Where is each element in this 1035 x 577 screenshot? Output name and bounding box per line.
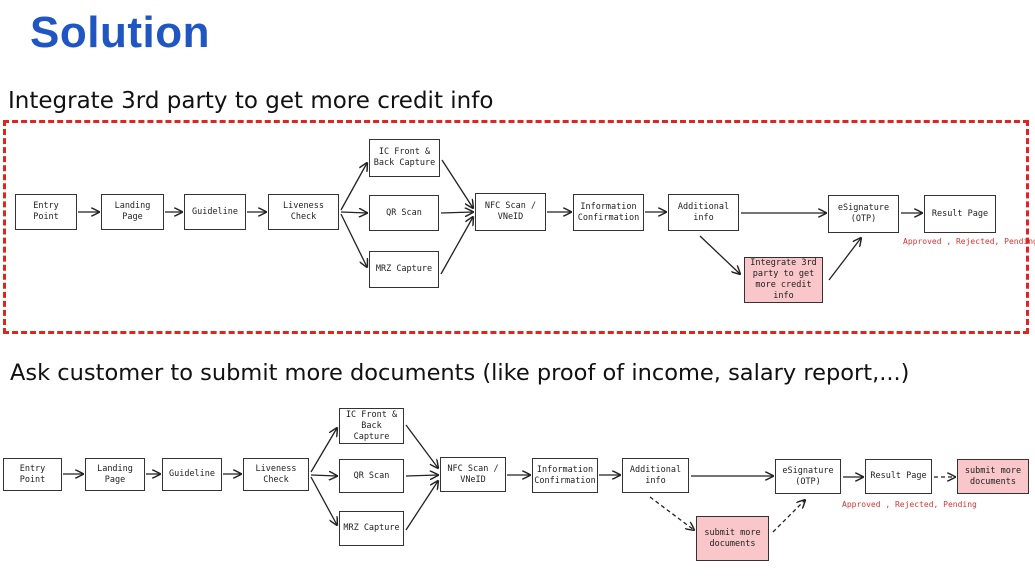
s1-additional-info: Additional info [668,194,739,231]
s2-arrow-submit-esig [772,500,805,533]
section1-highlight-frame [3,120,1029,334]
s2-arrow-liveness-ic [310,428,337,473]
s2-arrow-ic-nfc [405,424,438,468]
s1-info-confirmation: Information Confirmation [573,194,644,231]
s2-mrz-capture: MRZ Capture [339,511,404,546]
s2-result-status-text: Approved , Rejected, Pending [842,500,977,509]
s1-arrow-liveness-ic [340,163,367,211]
s1-ic-capture: IC Front & Back Capture [369,139,440,177]
s2-arrow-mrz-nfc [405,481,438,531]
s2-guideline: Guideline [162,458,222,491]
s1-landing-page: Landing Page [101,194,164,230]
s1-arrow-liveness-qr [340,212,367,213]
s2-esignature: eSignature (OTP) [775,459,841,494]
s2-liveness-check: Liveness Check [243,458,309,491]
s2-submit-docs-mid: submit more documents [696,516,769,561]
s1-arrow-ic-nfc [441,159,473,208]
s2-nfc-scan: NFC Scan / VNeID [440,457,506,492]
s1-arrow-liveness-mrz [340,213,367,267]
s1-arrow-3rdparty-esig [828,238,861,281]
s2-info-confirmation: Information Confirmation [532,458,598,493]
s1-liveness-check: Liveness Check [268,194,339,230]
s2-entry-point: Entry Point [3,458,62,491]
s1-arrow-additional-3rdparty [699,235,740,274]
s1-integrate-3rd-party: Integrate 3rd party to get more credit i… [744,257,823,303]
s2-arrow-liveness-mrz [310,476,337,525]
s2-qr-scan: QR Scan [339,459,404,493]
s1-entry-point: Entry Point [15,194,77,230]
s2-ic-capture: IC Front & Back Capture [339,408,404,444]
s1-qr-scan: QR Scan [369,195,439,231]
s1-nfc-scan: NFC Scan / VNeID [475,193,546,231]
s2-arrow-liveness-qr [310,475,337,476]
s1-result-status-text: Approved , Rejected, Pending [903,237,1035,246]
s1-result-page: Result Page [924,195,996,233]
s1-mrz-capture: MRZ Capture [369,251,439,288]
section2-heading: Ask customer to submit more documents (l… [10,360,910,386]
s1-arrow-qr-nfc [440,212,473,213]
s2-arrow-additional-submit [649,496,694,530]
s1-esignature: eSignature (OTP) [828,195,899,233]
s2-landing-page: Landing Page [85,458,145,491]
s1-arrow-mrz-nfc [440,217,473,275]
s2-arrow-qr-nfc [405,475,438,476]
s1-guideline: Guideline [184,194,246,230]
s2-result-page: Result Page [865,459,932,494]
page-title: Solution [30,8,210,57]
section1-heading: Integrate 3rd party to get more credit i… [8,88,494,114]
s2-submit-docs-end: submit more documents [957,459,1029,494]
s2-additional-info: Additional info [622,458,689,493]
